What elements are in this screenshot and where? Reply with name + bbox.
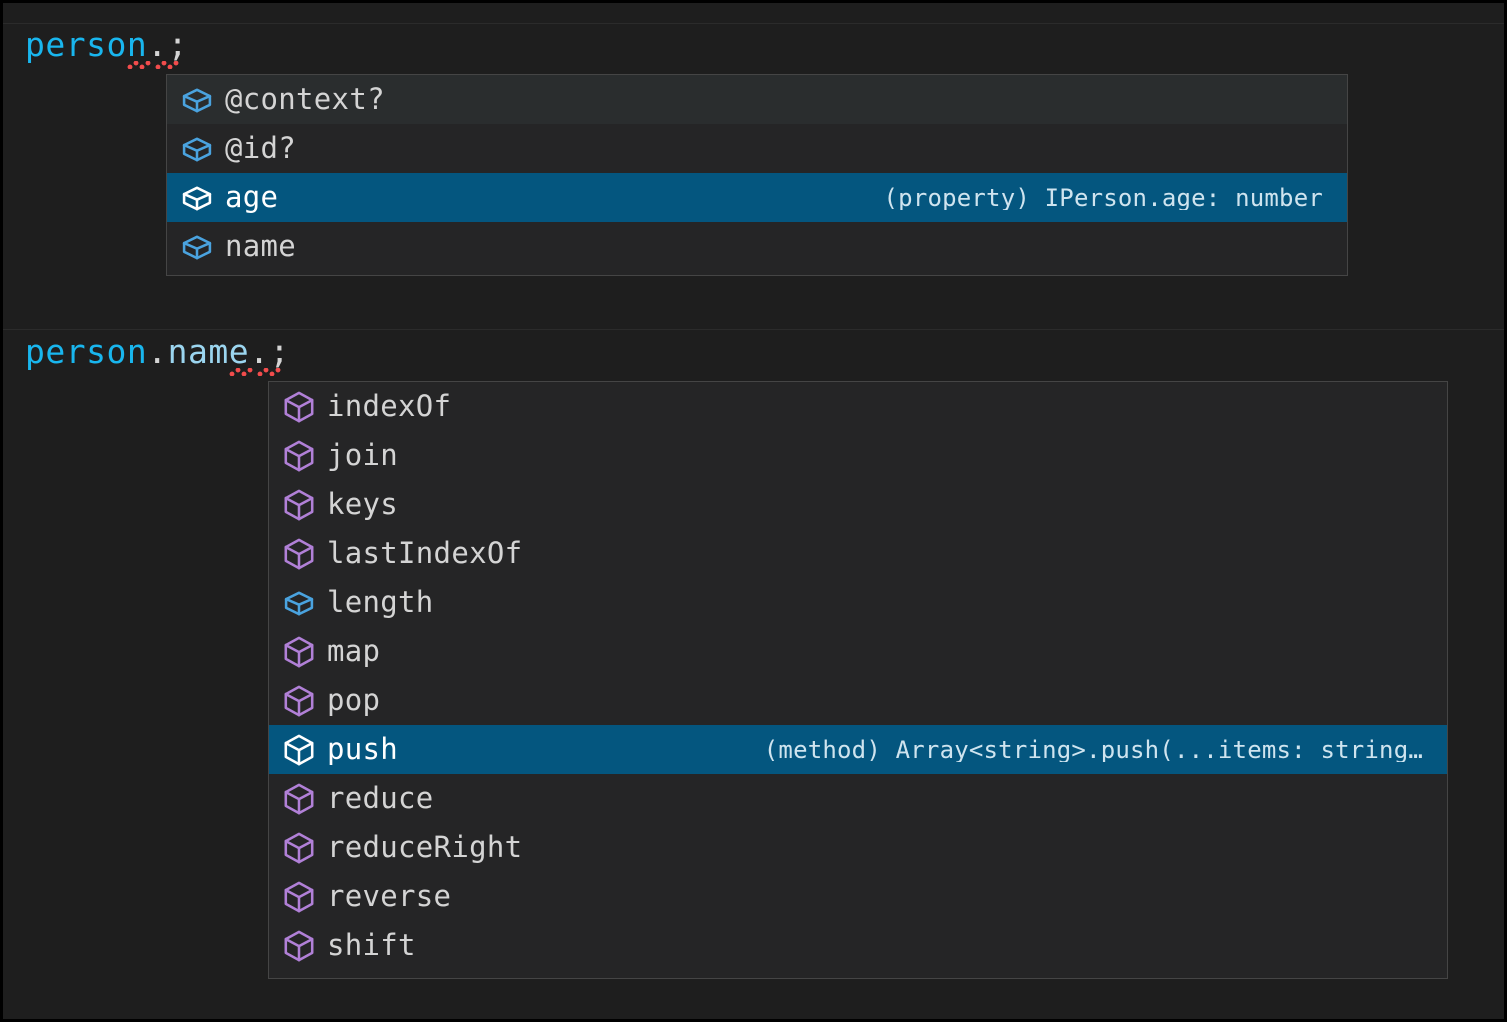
suggest-item[interactable]: length <box>269 578 1447 627</box>
code-line-1[interactable]: person.; <box>25 25 188 65</box>
method-cube-icon <box>284 783 314 814</box>
code-token-punctuation: . <box>147 25 168 64</box>
method-cube-icon <box>284 832 314 863</box>
suggest-item-label: @context? <box>225 82 385 116</box>
code-token-variable: person <box>25 332 148 371</box>
suggest-item-label: length <box>327 585 434 619</box>
suggest-item[interactable]: reduce <box>269 774 1447 823</box>
suggest-item[interactable]: reverse <box>269 872 1447 921</box>
suggest-item[interactable]: lastIndexOf <box>269 529 1447 578</box>
property-cube-icon <box>284 591 314 615</box>
suggest-item-label: join <box>327 438 399 472</box>
suggest-item[interactable]: map <box>269 627 1447 676</box>
suggest-item-detail: (property) IPerson.age: number <box>883 185 1323 210</box>
suggest-item-label: map <box>327 634 381 668</box>
error-squiggle-line1-dot <box>127 61 151 69</box>
code-token-property: name <box>167 332 250 371</box>
suggest-item-label: shift <box>327 928 416 962</box>
suggest-item-label: age <box>225 180 279 214</box>
editor-divider-top <box>3 23 1504 24</box>
method-cube-icon <box>284 734 314 765</box>
suggest-item-label: @id? <box>225 131 297 165</box>
method-cube-icon <box>284 391 314 422</box>
suggest-item[interactable]: @context? <box>167 75 1347 124</box>
property-cube-icon <box>182 88 212 112</box>
suggest-item[interactable]: @id? <box>167 124 1347 173</box>
method-cube-icon <box>284 930 314 961</box>
suggest-item[interactable]: pop <box>269 676 1447 725</box>
code-token-punctuation: ; <box>167 25 188 64</box>
suggest-item-label: reduceRight <box>327 830 523 864</box>
suggest-item-detail: (method) Array<string>.push(...items: st… <box>763 737 1423 762</box>
method-cube-icon <box>284 636 314 667</box>
error-squiggle-line2-dot <box>229 368 253 376</box>
suggest-item-label: reverse <box>327 879 452 913</box>
suggest-item[interactable]: indexOf <box>269 382 1447 431</box>
code-token-punctuation: ; <box>269 332 290 371</box>
suggest-item[interactable]: reduceRight <box>269 823 1447 872</box>
property-cube-icon <box>182 186 212 210</box>
code-token-variable: person <box>25 25 148 64</box>
suggest-item-label: indexOf <box>327 389 452 423</box>
error-squiggle-line2-semicolon <box>257 368 281 376</box>
suggest-item[interactable]: keys <box>269 480 1447 529</box>
suggest-item-label: keys <box>327 487 399 521</box>
editor-surface: person.; @context? @id? age (property) IPer… <box>3 3 1504 1019</box>
property-cube-icon <box>182 137 212 161</box>
code-token-punctuation: . <box>249 332 270 371</box>
suggest-item-label: lastIndexOf <box>327 536 523 570</box>
property-cube-icon <box>182 235 212 259</box>
method-cube-icon <box>284 538 314 569</box>
suggest-item[interactable]: shift <box>269 921 1447 970</box>
suggest-widget-person-name[interactable]: indexOf join keys lastIndexOf length map pop pu… <box>268 381 1448 979</box>
suggest-item-label: name <box>225 229 297 263</box>
suggest-widget-person[interactable]: @context? @id? age (property) IPerson.age: … <box>166 74 1348 276</box>
code-token-punctuation: . <box>147 332 168 371</box>
editor-divider-middle <box>3 329 1504 330</box>
method-cube-icon <box>284 685 314 716</box>
code-line-2[interactable]: person.name.; <box>25 332 290 372</box>
method-cube-icon <box>284 881 314 912</box>
suggest-item-label: pop <box>327 683 381 717</box>
suggest-item[interactable]: age (property) IPerson.age: number <box>167 173 1347 222</box>
error-squiggle-line1-semicolon <box>155 61 179 69</box>
suggest-item[interactable]: name <box>167 222 1347 271</box>
suggest-item[interactable]: push (method) Array<string>.push(...items… <box>269 725 1447 774</box>
method-cube-icon <box>284 489 314 520</box>
method-cube-icon <box>284 440 314 471</box>
suggest-item[interactable]: join <box>269 431 1447 480</box>
suggest-item-label: push <box>327 732 399 766</box>
suggest-item-label: reduce <box>327 781 434 815</box>
